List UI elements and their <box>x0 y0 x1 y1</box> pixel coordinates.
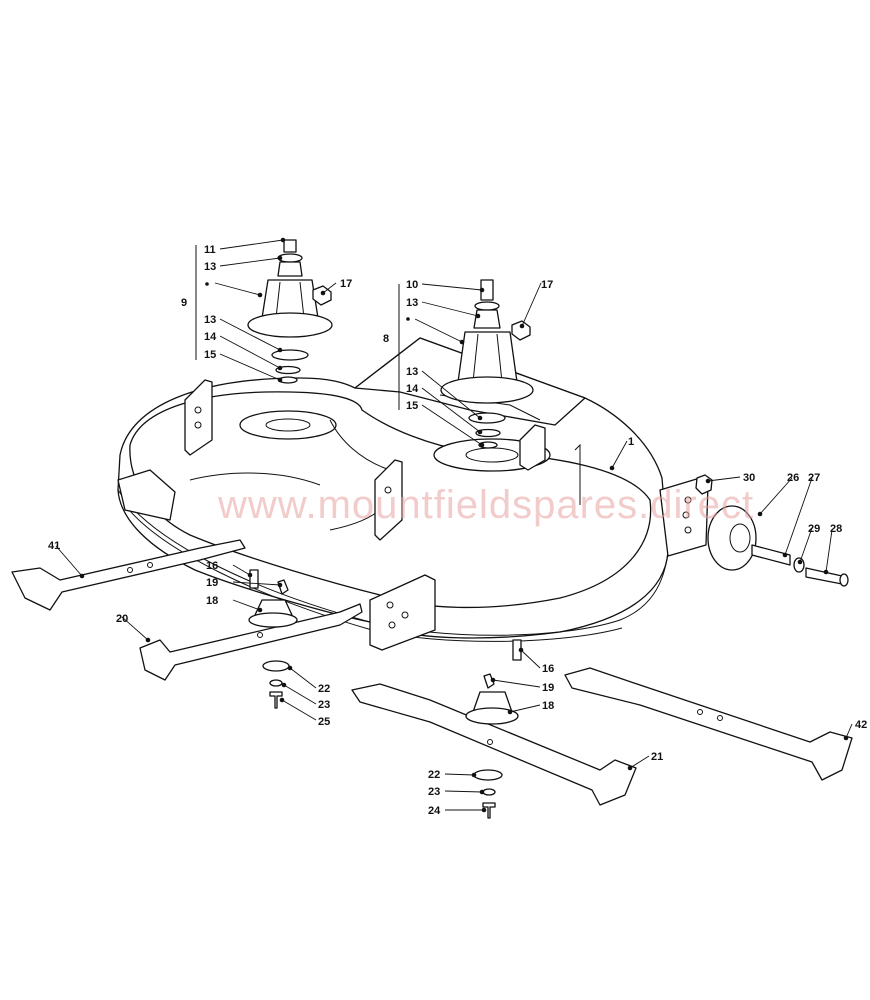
callout-19: 19 <box>206 577 218 589</box>
callout-17: 17 <box>541 279 553 291</box>
callout-18: 18 <box>542 700 554 712</box>
callout-17: 17 <box>340 278 352 290</box>
callout-11: 11 <box>204 244 216 256</box>
callout-13: 13 <box>204 261 216 273</box>
callout-25: 25 <box>318 716 330 728</box>
callout-41: 41 <box>48 540 60 552</box>
wheel-assembly <box>695 474 849 587</box>
callout-9: 9 <box>181 297 187 309</box>
callout-14: 14 <box>406 383 419 395</box>
watermark-text: www.mountfieldspares.direct <box>217 483 754 527</box>
cutter-deck <box>117 337 709 651</box>
callout-28: 28 <box>830 523 842 535</box>
blade-20 <box>139 603 363 681</box>
callout-21: 21 <box>651 751 663 763</box>
blade-41 <box>11 539 246 611</box>
callout-30: 30 <box>743 472 755 484</box>
callout-13: 13 <box>406 297 418 309</box>
callout-20: 20 <box>116 613 128 625</box>
blade-42 <box>564 667 853 781</box>
callout-18: 18 <box>206 595 218 607</box>
callout-13: 13 <box>204 314 216 326</box>
callout-23: 23 <box>318 699 330 711</box>
callout-labels: 11 13 9 13 14 15 17 10 13 8 13 14 15 17 … <box>48 244 867 817</box>
callout-15: 15 <box>406 400 418 412</box>
nut-17-right <box>511 320 531 341</box>
callout-15: 15 <box>204 349 216 361</box>
callout-22: 22 <box>428 769 440 781</box>
leader-lines <box>55 239 853 811</box>
blade-hub-left <box>248 569 298 709</box>
callout-26: 26 <box>787 472 799 484</box>
callout-22: 22 <box>318 683 330 695</box>
leader-dots <box>79 237 849 813</box>
callout-24: 24 <box>428 805 441 817</box>
callout-16: 16 <box>542 663 554 675</box>
callout-27: 27 <box>808 472 820 484</box>
callout-14: 14 <box>204 331 217 343</box>
callout-13: 13 <box>406 366 418 378</box>
callout-8: 8 <box>383 333 389 345</box>
callout-10: 10 <box>406 279 418 291</box>
callout-29: 29 <box>808 523 820 535</box>
callout-23: 23 <box>428 786 440 798</box>
callout-42: 42 <box>855 719 867 731</box>
spindle-assembly-left <box>247 239 333 384</box>
blade-21 <box>351 683 637 806</box>
callout-19: 19 <box>542 682 554 694</box>
callout-1: 1 <box>628 436 634 448</box>
callout-16: 16 <box>206 560 218 572</box>
spindle-assembly-right <box>440 279 534 449</box>
